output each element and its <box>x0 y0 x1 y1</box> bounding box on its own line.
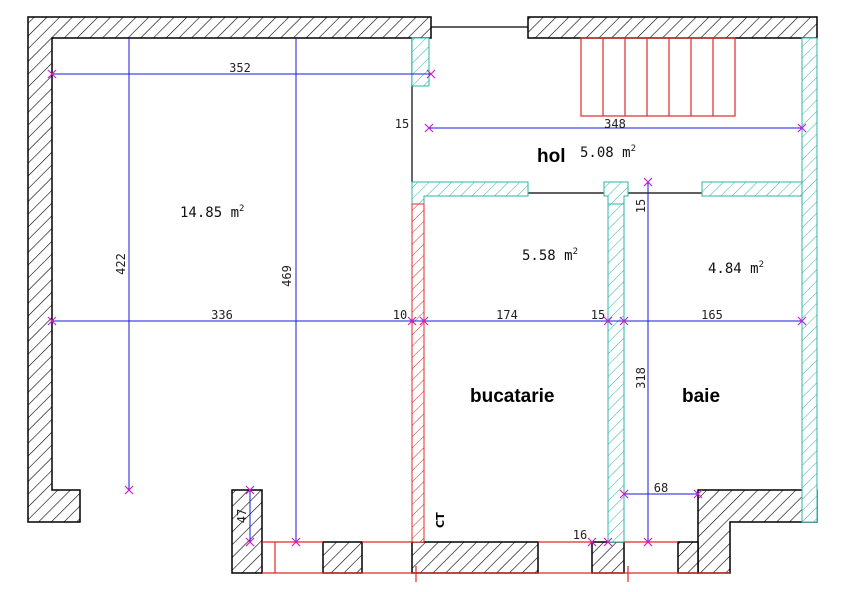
dim-large-width: 336 <box>211 308 233 322</box>
wall-bottom-left-pier <box>231 489 263 574</box>
top-opening-lines <box>411 26 702 194</box>
partition-top-left-vertical <box>411 37 430 87</box>
dim-left-47: 47 <box>235 509 249 523</box>
room-name-hol: hol <box>537 146 566 167</box>
room-name-baie: baie <box>682 386 720 407</box>
dimension-markers <box>47 69 807 547</box>
partition-hol-bottom-right <box>701 181 803 197</box>
room-areas: 14.85 m2 5.08 m2 5.58 m2 4.84 m2 <box>180 144 764 277</box>
wall-top-right <box>527 16 818 39</box>
dimension-labels: 352 422 469 336 10 174 15 165 15 348 15 … <box>114 61 723 542</box>
area-bucatarie: 5.58 m2 <box>522 247 578 264</box>
partition-red-kitchen-left <box>411 203 425 543</box>
dim-hol-wall-15: 15 <box>395 117 409 131</box>
dim-kitchen-width: 174 <box>496 308 518 322</box>
dim-hol-width: 348 <box>604 117 626 131</box>
partition-hol-bottom-left <box>411 181 529 205</box>
partition-hol-bottom-mid <box>603 181 629 205</box>
interior-partitions <box>411 37 818 543</box>
dimension-lines <box>52 38 802 542</box>
wall-bottom-pier-3 <box>591 541 625 574</box>
dim-bath-wall-15: 15 <box>634 199 648 213</box>
dim-wall-10: 10 <box>393 308 407 322</box>
dim-bath-width: 165 <box>701 308 723 322</box>
dim-bath-height: 318 <box>634 367 648 389</box>
bottom-window-lines <box>262 541 730 582</box>
wall-bottom-pier-4 <box>677 541 699 574</box>
area-baie: 4.84 m2 <box>708 260 764 277</box>
area-hol: 5.08 m2 <box>580 144 636 161</box>
dim-wall-15-mid: 15 <box>591 308 605 322</box>
dim-large-height-inner: 469 <box>280 265 294 287</box>
wall-bottom-pier-1 <box>322 541 363 574</box>
room-names: hol bucatarie baie CT <box>434 146 720 528</box>
dim-large-height-outer: 422 <box>114 253 128 275</box>
partition-right-outer <box>801 37 818 523</box>
wall-bottom-pier-2 <box>411 541 539 574</box>
partition-kitchen-bath <box>607 203 625 543</box>
dim-bath-68: 68 <box>654 481 668 495</box>
wall-bottom-right <box>697 489 818 574</box>
staircase <box>580 37 736 117</box>
area-large-room: 14.85 m2 <box>180 204 244 221</box>
ct-label: CT <box>434 512 447 528</box>
dim-top-width: 352 <box>229 61 251 75</box>
room-name-bucatarie: bucatarie <box>470 386 554 407</box>
wall-top-left-and-left <box>27 16 432 523</box>
dim-bottom-16: 16 <box>573 528 587 542</box>
